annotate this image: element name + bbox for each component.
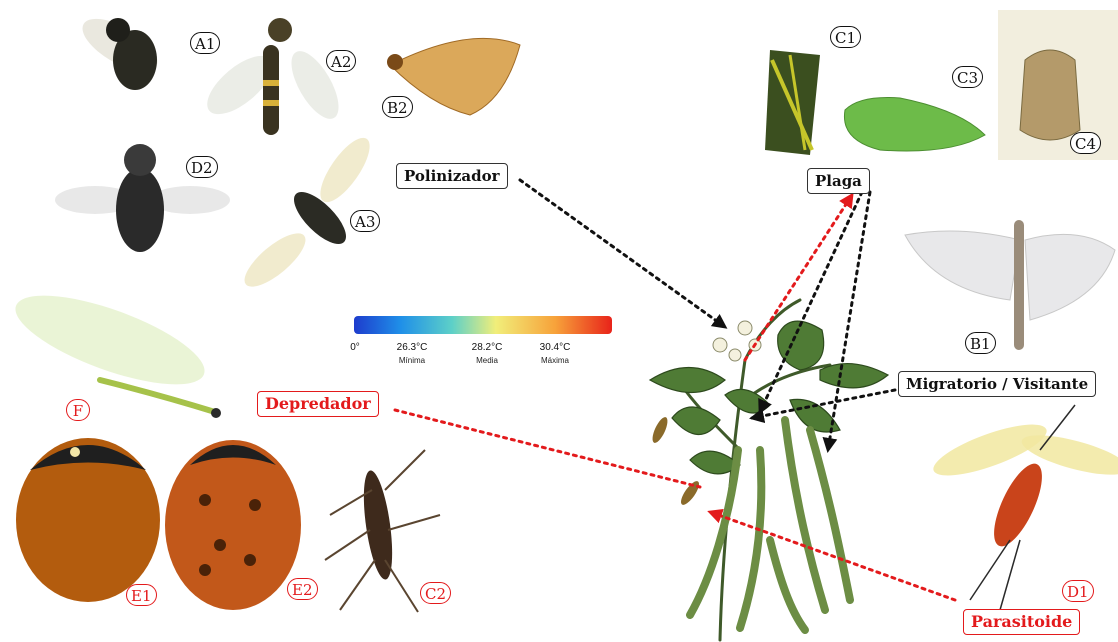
specimen-label-b1: B1 [965,332,996,354]
specimen-label-c4: C4 [1070,132,1101,154]
insect-e2-ladybug [165,440,301,610]
insect-c3-leafhopper [844,98,985,152]
insect-d1-wasp [928,405,1118,610]
insect-f-lacewing [6,278,221,418]
insect-a1-hoverfly [75,8,166,90]
specimen-label-e2: E2 [287,578,318,600]
specimen-label-d2: D2 [186,156,218,178]
role-plaga: Plaga [807,168,870,194]
specimen-label-a2: A2 [326,50,356,72]
arrow-plaga-to-plant-a [828,192,870,450]
specimen-label-e1: E1 [126,584,157,606]
specimen-label-c1: C1 [830,26,861,48]
legend-max-value: 30.4°C [540,342,571,353]
specimen-label-f: F [66,399,90,421]
role-migratorio-visitante: Migratorio / Visitante [898,371,1096,397]
legend-max-label: Máxima [541,356,569,365]
legend-min-label: Mínima [399,356,425,365]
legend-mid-value: 28.2°C [472,342,503,353]
legend-zero-label: 0° [350,342,360,353]
specimen-label-a3: A3 [350,210,380,232]
bean-plant-illustration [650,300,888,640]
specimen-label-d1: D1 [1062,580,1094,602]
arrow-polinizador-to-plant [520,180,725,327]
specimen-label-b2: B2 [382,96,413,118]
insect-c1-leafhopper [765,50,820,155]
specimen-label-a1: A1 [190,32,220,54]
role-polinizador: Polinizador [396,163,508,189]
legend-mid-label: Media [476,356,498,365]
insect-b1-moth [905,220,1115,350]
arrow-depredador-to-plant [395,410,700,487]
role-parasitoide: Parasitoide [963,609,1080,635]
insect-e1-ladybug [16,438,160,602]
role-depredador: Depredador [257,391,379,417]
temperature-legend: 0° 26.3°C Mínima 28.2°C Media 30.4°C Máx… [346,316,621,371]
specimen-label-c3: C3 [952,66,983,88]
insect-a2-hoverfly [198,18,348,135]
legend-min-value: 26.3°C [397,342,428,353]
specimen-label-c2: C2 [420,582,451,604]
temperature-color-bar [354,316,612,334]
